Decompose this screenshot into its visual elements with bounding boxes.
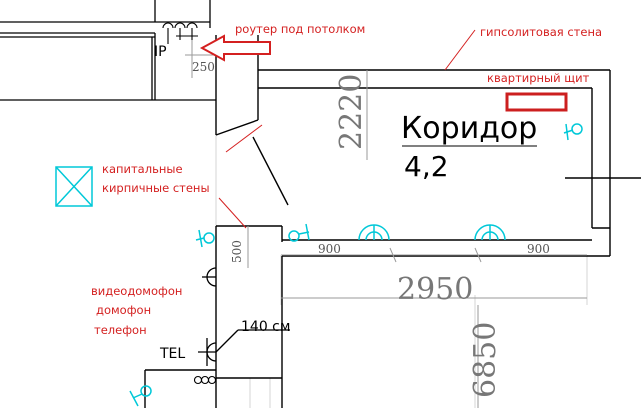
switch-door-icon	[288, 223, 310, 242]
ceiling-light-left-icon	[358, 224, 390, 241]
dimension-2950: 2950	[397, 272, 473, 307]
dimension-6850: 6850	[468, 322, 503, 398]
switch-right-icon	[563, 123, 583, 141]
dimension-500: 500	[230, 240, 244, 263]
height-note-label: 140 см	[241, 319, 290, 335]
dimension-250: 250	[192, 60, 215, 74]
annotation-leaders	[218, 29, 476, 229]
room-area: 4,2	[404, 150, 449, 183]
video-intercom-label: видеодомофон	[91, 284, 182, 298]
corridor-walls	[144, 35, 641, 408]
dimension-900-left: 900	[318, 242, 341, 256]
socket-bottom-icon	[129, 385, 152, 407]
legend-fixture-box-icon	[55, 166, 93, 207]
gypsum-wall-label: гипсолитовая стена	[480, 25, 602, 39]
ceiling-light-right-icon	[474, 224, 506, 241]
antenna-symbols	[162, 22, 198, 44]
cable-loops-icon	[193, 375, 217, 385]
dimension-900-right: 900	[527, 242, 550, 256]
intercom-label: домофон	[96, 303, 151, 317]
construction-lines	[215, 35, 588, 408]
ip-label: IP	[154, 44, 167, 60]
capital-walls-label-line2: кирпичные стены	[102, 181, 210, 195]
apartment-panel-symbol	[505, 92, 568, 112]
capital-walls-label-line1: капитальные	[102, 162, 183, 176]
router-label: роутер под потолком	[235, 22, 365, 36]
socket-left-icon	[195, 229, 215, 248]
phone-label: телефон	[94, 323, 147, 337]
dimension-2220: 2220	[334, 74, 369, 150]
tel-label: TEL	[159, 346, 185, 362]
telephone-icon	[198, 329, 290, 366]
router-arrow-icon	[199, 34, 271, 62]
video-intercom-icon	[202, 267, 217, 287]
room-name: Коридор	[401, 111, 537, 146]
top-left-walls	[0, 0, 216, 101]
apartment-panel-label: квартирный щит	[487, 71, 590, 85]
dimension-lines	[185, 40, 587, 408]
